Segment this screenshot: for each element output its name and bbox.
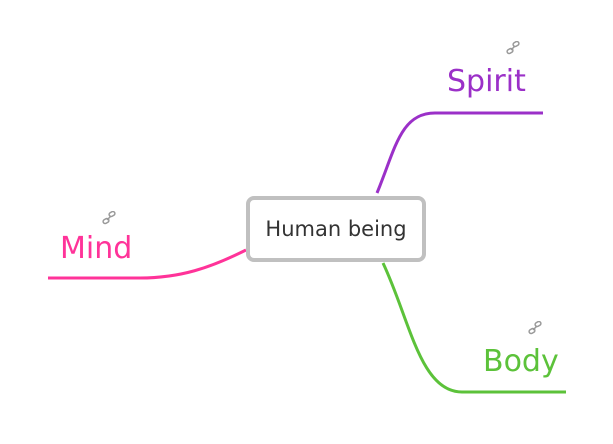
connector-mind	[48, 248, 247, 280]
link-icon[interactable]	[527, 321, 543, 335]
topic-spirit[interactable]: Spirit	[447, 64, 526, 99]
topic-body[interactable]: Body	[483, 344, 559, 379]
link-icon[interactable]	[101, 211, 117, 225]
connector-spirit	[375, 111, 543, 194]
topic-mind[interactable]: Mind	[60, 231, 133, 266]
central-topic[interactable]: Human being	[246, 196, 426, 262]
central-topic-label: Human being	[265, 217, 407, 241]
link-icon[interactable]	[505, 41, 521, 55]
connector-body	[381, 262, 566, 394]
